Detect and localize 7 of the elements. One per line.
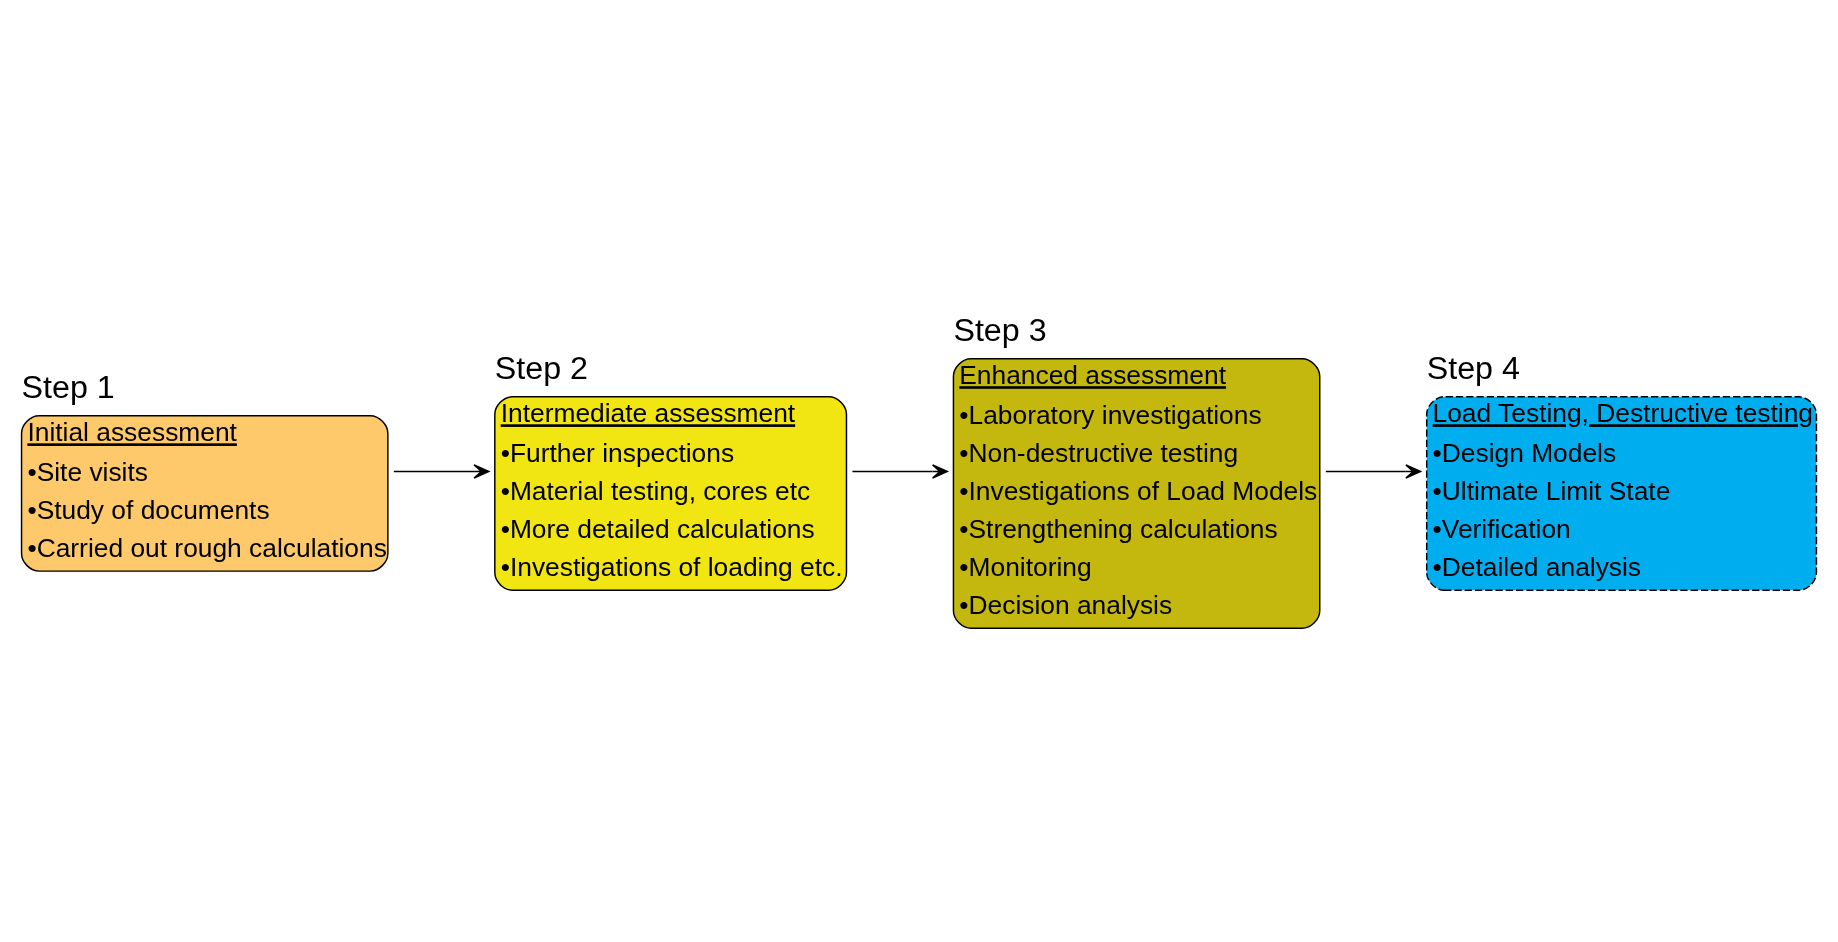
node-label: Step 1 — [21, 368, 115, 405]
node-label: Step 3 — [953, 311, 1047, 348]
arrow — [851, 463, 948, 479]
node-label: Step 2 — [494, 349, 588, 386]
arrow — [393, 463, 490, 479]
node-label: Step 4 — [1426, 349, 1520, 386]
arrow — [1325, 463, 1422, 479]
